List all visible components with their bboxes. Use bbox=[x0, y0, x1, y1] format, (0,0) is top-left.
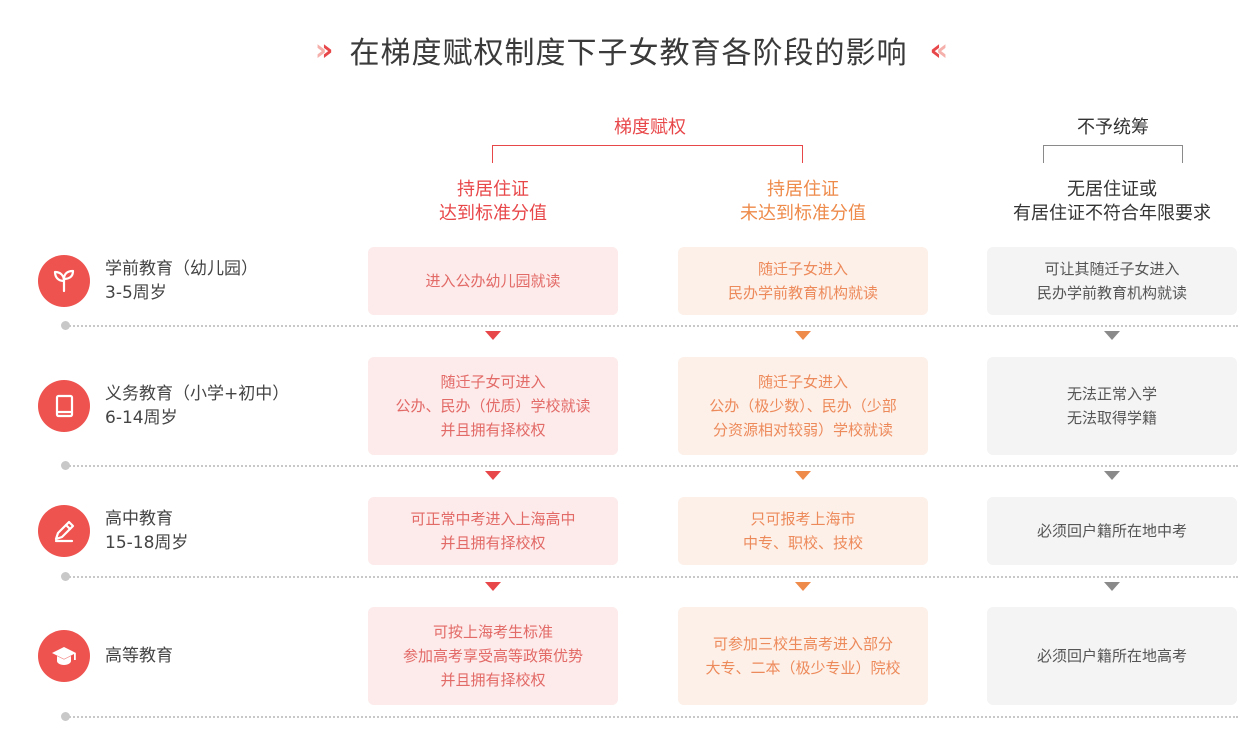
divider bbox=[66, 716, 1238, 718]
cell-line: 可正常中考进入上海高中 bbox=[410, 510, 576, 528]
title-text: 在梯度赋权制度下子女教育各阶段的影响 bbox=[349, 36, 908, 71]
title-wrap: ›› 在梯度赋权制度下子女教育各阶段的影响 ‹‹ bbox=[0, 28, 1257, 72]
arrow-down-icon bbox=[485, 582, 501, 591]
cell-compulsory-unqualified: 随迁子女进入 公办（极少数）、民办（少部 分资源相对较弱）学校就读 bbox=[678, 357, 928, 455]
sprout-icon bbox=[38, 255, 90, 307]
cell-line: 分资源相对较弱）学校就读 bbox=[712, 421, 893, 439]
stage-high-school: 高中教育 15-18周岁 bbox=[38, 505, 188, 557]
bracket-gradient bbox=[492, 145, 803, 163]
arrow-down-icon bbox=[795, 582, 811, 591]
cell-line: 无法取得学籍 bbox=[1066, 409, 1157, 427]
divider bbox=[66, 325, 1238, 327]
chevron-right-icon: ›› bbox=[314, 32, 334, 68]
cell-higher-qualified: 可按上海考生标准 参加高考享受高等政策优势 并且拥有择校权 bbox=[368, 607, 618, 705]
divider-dot bbox=[61, 461, 70, 470]
graduation-cap-icon bbox=[38, 630, 90, 682]
stage-compulsory: 义务教育（小学+初中） 6-14周岁 bbox=[38, 380, 289, 432]
arrow-down-icon bbox=[795, 331, 811, 340]
column-header-line: 有居住证不符合年限要求 bbox=[1013, 203, 1211, 224]
cell-line: 无法正常入学 bbox=[1066, 385, 1157, 403]
divider-dot bbox=[61, 321, 70, 330]
cell-line: 民办学前教育机构就读 bbox=[1036, 284, 1187, 302]
cell-high-school-qualified: 可正常中考进入上海高中 并且拥有择校权 bbox=[368, 497, 618, 565]
stage-higher-education: 高等教育 bbox=[38, 630, 173, 682]
bracket-none bbox=[1043, 145, 1183, 163]
cell-preschool-unqualified: 随迁子女进入 民办学前教育机构就读 bbox=[678, 247, 928, 315]
cell-compulsory-no-permit: 无法正常入学 无法取得学籍 bbox=[987, 357, 1237, 455]
cell-line: 公办、民办（优质）学校就读 bbox=[395, 397, 591, 415]
column-header-line: 无居住证或 bbox=[1067, 179, 1157, 200]
arrow-down-icon bbox=[485, 471, 501, 480]
cell-higher-unqualified: 可参加三校生高考进入部分 大专、二本（极少专业）院校 bbox=[678, 607, 928, 705]
cell-line: 只可报考上海市 bbox=[750, 510, 856, 528]
pencil-icon bbox=[38, 505, 90, 557]
cell-line: 可参加三校生高考进入部分 bbox=[712, 635, 893, 653]
cell-line: 并且拥有择校权 bbox=[440, 671, 546, 689]
cell-line: 参加高考享受高等政策优势 bbox=[402, 647, 583, 665]
arrow-down-icon bbox=[1104, 331, 1120, 340]
cell-line: 可按上海考生标准 bbox=[432, 623, 553, 641]
cell-preschool-no-permit: 可让其随迁子女进入 民办学前教育机构就读 bbox=[987, 247, 1237, 315]
arrow-down-icon bbox=[485, 331, 501, 340]
stage-age: 6-14周岁 bbox=[105, 408, 178, 428]
cell-line: 进入公办幼儿园就读 bbox=[425, 272, 561, 290]
divider bbox=[66, 576, 1238, 578]
cell-compulsory-qualified: 随迁子女可进入 公办、民办（优质）学校就读 并且拥有择校权 bbox=[368, 357, 618, 455]
column-header-no-permit: 无居住证或 有居住证不符合年限要求 bbox=[987, 178, 1237, 226]
stage-name: 高中教育 bbox=[105, 509, 173, 529]
stage-preschool: 学前教育（幼儿园） 3-5周岁 bbox=[38, 255, 258, 307]
cell-line: 并且拥有择校权 bbox=[440, 534, 546, 552]
cell-line: 中专、职校、技校 bbox=[742, 534, 863, 552]
cell-line: 必须回户籍所在地中考 bbox=[1036, 522, 1187, 540]
column-header-line: 未达到标准分值 bbox=[740, 203, 866, 224]
column-header-unqualified: 持居住证 未达到标准分值 bbox=[678, 178, 928, 226]
cell-line: 随迁子女可进入 bbox=[440, 373, 546, 391]
cell-line: 随迁子女进入 bbox=[757, 373, 848, 391]
cell-preschool-qualified: 进入公办幼儿园就读 bbox=[368, 247, 618, 315]
stage-name: 义务教育（小学+初中） bbox=[105, 384, 290, 404]
column-header-qualified: 持居住证 达到标准分值 bbox=[368, 178, 618, 226]
divider bbox=[66, 465, 1238, 467]
cell-high-school-no-permit: 必须回户籍所在地中考 bbox=[987, 497, 1237, 565]
stage-name: 高等教育 bbox=[105, 646, 173, 666]
stage-age: 15-18周岁 bbox=[105, 533, 189, 553]
cell-high-school-unqualified: 只可报考上海市 中专、职校、技校 bbox=[678, 497, 928, 565]
group-label-gradient: 梯度赋权 bbox=[614, 117, 686, 138]
cell-line: 随迁子女进入 bbox=[757, 260, 848, 278]
cell-line: 必须回户籍所在地高考 bbox=[1036, 647, 1187, 665]
book-icon bbox=[38, 380, 90, 432]
page-title: ›› 在梯度赋权制度下子女教育各阶段的影响 ‹‹ bbox=[314, 28, 949, 72]
column-header-line: 达到标准分值 bbox=[439, 203, 547, 224]
cell-higher-no-permit: 必须回户籍所在地高考 bbox=[987, 607, 1237, 705]
cell-line: 并且拥有择校权 bbox=[440, 421, 546, 439]
stage-name: 学前教育（幼儿园） bbox=[105, 259, 258, 279]
group-label-none: 不予统筹 bbox=[1077, 117, 1149, 138]
divider-dot bbox=[61, 572, 70, 581]
column-header-line: 持居住证 bbox=[767, 179, 839, 200]
cell-line: 大专、二本（极少专业）院校 bbox=[705, 659, 901, 677]
arrow-down-icon bbox=[1104, 471, 1120, 480]
arrow-down-icon bbox=[795, 471, 811, 480]
stage-age: 3-5周岁 bbox=[105, 283, 167, 303]
divider-dot bbox=[61, 712, 70, 721]
arrow-down-icon bbox=[1104, 582, 1120, 591]
cell-line: 公办（极少数）、民办（少部 bbox=[709, 397, 897, 415]
chevron-left-icon: ‹‹ bbox=[929, 32, 949, 68]
cell-line: 民办学前教育机构就读 bbox=[727, 284, 878, 302]
column-header-line: 持居住证 bbox=[457, 179, 529, 200]
cell-line: 可让其随迁子女进入 bbox=[1044, 260, 1180, 278]
